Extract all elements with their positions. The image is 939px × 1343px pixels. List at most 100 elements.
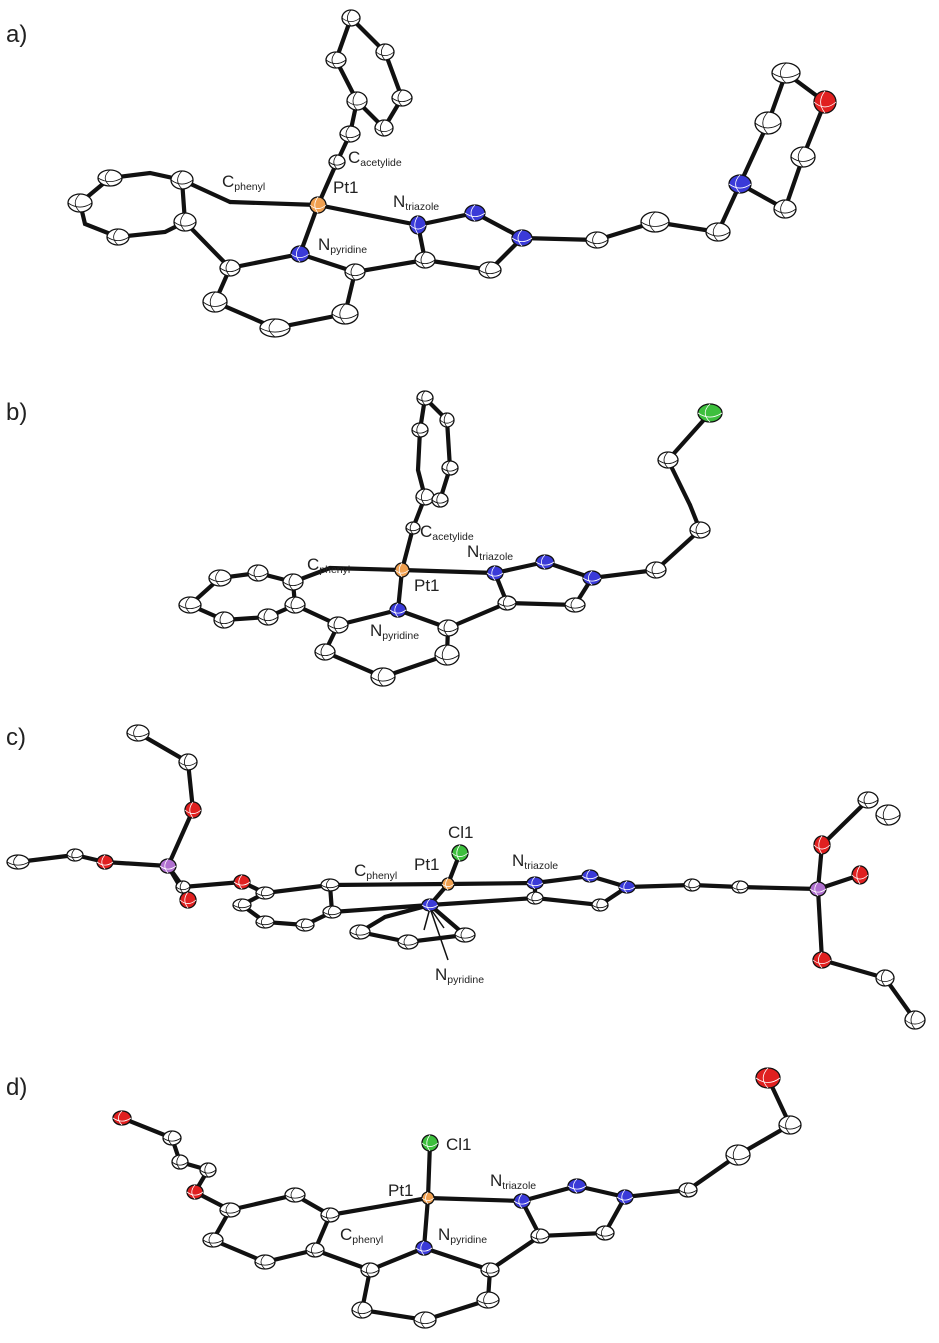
panel-a-atoms (67, 9, 837, 338)
bond (487, 1233, 543, 1273)
ellipsoid-principal-axis (454, 934, 476, 939)
ellipsoid-principal-axis (282, 581, 304, 586)
panel-c-label: c) (6, 724, 26, 751)
ellipsoid-principal-axis (875, 814, 901, 820)
ellipsoid-principal-axis (684, 1182, 689, 1198)
ellipsoid-principal-axis (170, 179, 194, 185)
nitrogen-atom (581, 869, 599, 883)
ellipsoid-principal-axis (570, 597, 576, 613)
ellipsoid-principal-axis (426, 1134, 431, 1152)
ellipsoid-principal-axis (106, 236, 130, 241)
carbon-atom (67, 193, 93, 213)
bond (227, 199, 321, 208)
ellipsoid-principal-axis (446, 460, 451, 476)
oxygen-atom (112, 1110, 132, 1126)
carbon-atom (173, 212, 197, 232)
ellipsoid-principal-axis (347, 9, 352, 27)
bond (653, 527, 703, 573)
bond (187, 570, 298, 623)
ellipsoid-principal-axis (875, 977, 895, 982)
bond (815, 886, 825, 963)
c-phenyl-label: Cphenyl (354, 861, 397, 882)
phosphorus-atom (159, 858, 177, 874)
ellipsoid-principal-axis (199, 1169, 217, 1174)
ellipsoid-principal-axis (301, 918, 306, 932)
ellipsoid-principal-axis (596, 898, 601, 912)
carbon-atom (344, 263, 366, 281)
panel-d-atoms (112, 1067, 802, 1329)
carbon-atom (162, 1130, 182, 1146)
ellipsoid-principal-axis (377, 667, 384, 687)
ellipsoid-principal-axis (185, 596, 191, 614)
ellipsoid-principal-axis (689, 529, 711, 534)
ellipsoid-principal-axis (238, 898, 243, 912)
nitrogen-atom (582, 570, 602, 586)
carbon-atom (497, 595, 517, 611)
carbon-atom (374, 119, 394, 137)
nitrogen-atom (567, 1178, 587, 1194)
ellipsoid-principal-axis (288, 573, 294, 591)
ellipsoid-principal-axis (247, 572, 269, 577)
ellipsoid-principal-axis (113, 228, 119, 246)
ellipsoid-principal-axis (856, 865, 861, 885)
n-pyridine-label: Npyridine (318, 235, 367, 256)
ellipsoid-principal-axis (397, 941, 419, 946)
ellipsoid-principal-axis (126, 732, 150, 737)
ellipsoid-principal-axis (257, 616, 279, 621)
bond (102, 859, 171, 869)
ellipsoid-principal-axis (536, 1228, 541, 1244)
bond (737, 884, 821, 892)
ellipsoid-principal-axis (818, 951, 823, 969)
ellipsoid-principal-axis (651, 561, 657, 579)
carbon-atom (391, 89, 413, 107)
ellipsoid-principal-axis (97, 177, 123, 182)
carbon-atom (416, 390, 434, 406)
carbon-atom (441, 460, 459, 476)
bond (532, 873, 632, 908)
ellipsoid-principal-axis (591, 904, 609, 909)
ellipsoid-principal-axis (184, 753, 189, 771)
nitrogen-atom (618, 880, 636, 894)
ellipsoid-principal-axis (255, 921, 275, 926)
carbon-atom (439, 412, 455, 428)
ellipsoid-principal-axis (443, 412, 448, 428)
bond (359, 1245, 493, 1323)
ellipsoid-principal-axis (179, 899, 197, 904)
carbon-atom (284, 1187, 306, 1203)
ellipsoid-principal-axis (780, 199, 786, 219)
panel-d: d) (6, 1067, 802, 1329)
carbon-atom (255, 915, 275, 929)
ellipsoid-principal-axis (296, 245, 301, 263)
ellipsoid-principal-axis (712, 222, 719, 242)
ellipsoid-principal-axis (290, 253, 310, 258)
cl1-label: Cl1 (446, 1135, 472, 1154)
ellipsoid-principal-axis (351, 1309, 373, 1314)
carbon-atom (564, 597, 586, 613)
carbon-atom (351, 1301, 373, 1319)
ellipsoid-principal-axis (71, 848, 76, 862)
panel-a-bonds (77, 14, 828, 331)
carbon-atom (295, 918, 315, 932)
n-pyridine-label: Npyridine (438, 1225, 487, 1246)
panel-b-label: b) (6, 399, 27, 426)
carbon-atom (314, 643, 336, 661)
panel-a-label: a) (6, 21, 27, 48)
ellipsoid-principal-axis (480, 1269, 500, 1274)
carbon-atom (640, 211, 670, 233)
ellipsoid-principal-axis (327, 624, 349, 629)
platinum-atom (394, 562, 410, 578)
ellipsoid-principal-axis (341, 17, 361, 22)
carbon-atom (327, 616, 349, 634)
carbon-atom (857, 791, 879, 809)
carbon-atom (595, 1225, 615, 1241)
ellipsoid-principal-axis (415, 1247, 433, 1252)
ellipsoid-principal-axis (451, 852, 469, 857)
panel-c-atom-labels: Pt1 Cl1 Cphenyl Ntriazole Npyridine (354, 823, 558, 986)
ellipsoid-principal-axis (409, 521, 414, 535)
bond (327, 1195, 431, 1218)
ellipsoid-principal-axis (882, 804, 889, 826)
ellipsoid-principal-axis (483, 1291, 489, 1309)
carbon-atom (754, 111, 782, 135)
ellipsoid-principal-axis (177, 170, 183, 190)
ellipsoid-principal-axis (421, 390, 426, 406)
